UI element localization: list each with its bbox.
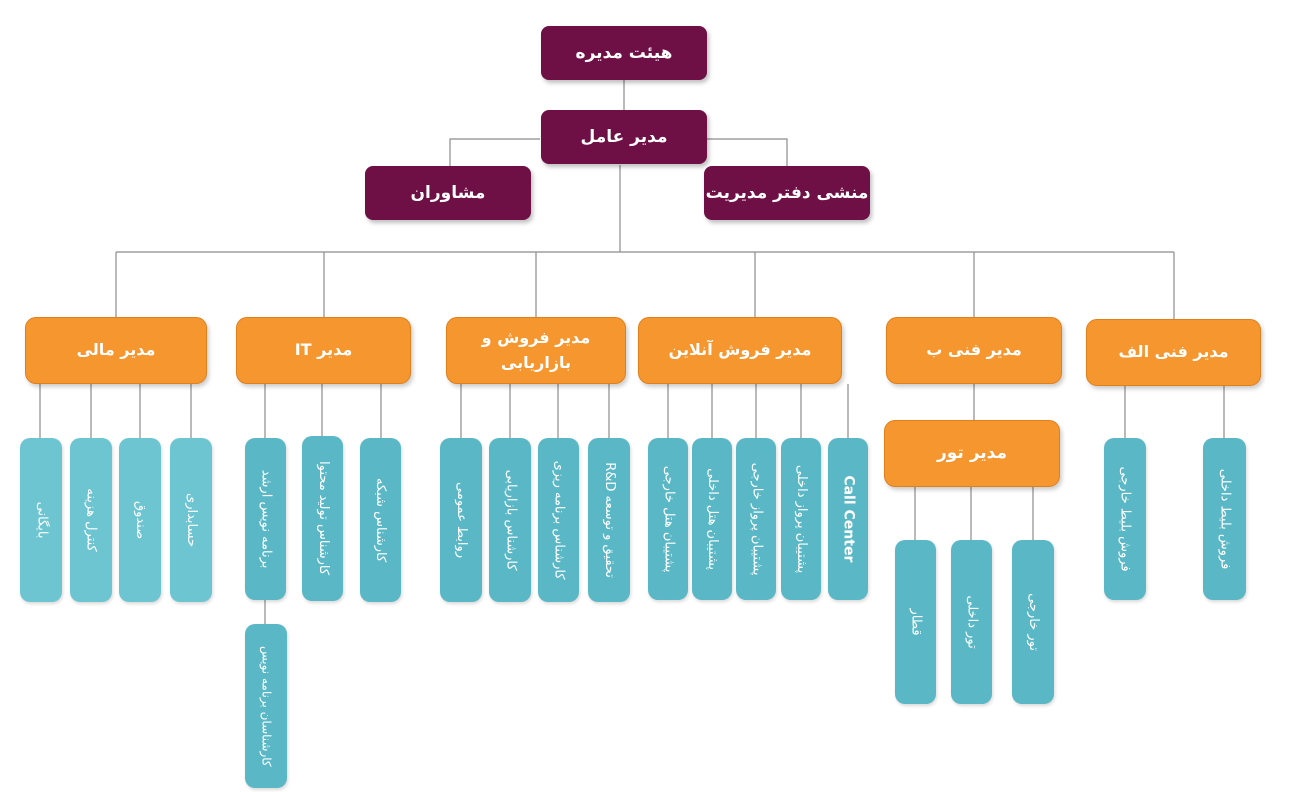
staff-research-development-label: تحقیق و توسعه R&D — [602, 462, 618, 578]
staff-foreign-ticket-sales-label: فروش بلیط خارجی — [1118, 466, 1134, 572]
finance-manager-node: مدیر مالی — [25, 317, 207, 384]
tech-a-manager-node: مدیر فنی الف — [1086, 319, 1261, 386]
staff-domestic-flight-support-label: پشتیبان پرواز داخلی — [794, 464, 810, 574]
staff-programmer-experts: کارشناسان برنامه نویس — [245, 624, 287, 788]
staff-public-relations-label: روابط عمومی — [454, 481, 470, 559]
staff-archive: بایگانی — [20, 438, 62, 602]
ceo-node: مدیر عامل — [541, 110, 707, 164]
tour-manager-label: مدیر تور — [936, 443, 1008, 464]
staff-content-expert-label: کارشناس تولید محتوا — [315, 461, 331, 576]
staff-network-expert-label: کارشناس شبکه — [373, 477, 389, 563]
staff-cashier: صندوق — [119, 438, 161, 602]
staff-marketing-expert: کارشناس بازاریابی — [489, 438, 531, 602]
sales-marketing-manager-label: مدیر فروش و بازاریابی — [481, 327, 591, 372]
staff-foreign-flight-support-label: پشتیبان پرواز خارجی — [749, 462, 765, 576]
tech-a-manager-label: مدیر فنی الف — [1118, 342, 1229, 362]
staff-archive-label: بایگانی — [34, 501, 50, 539]
staff-domestic-hotel-support-label: پشتیبان هتل داخلی — [705, 468, 721, 570]
it-manager-node: مدیر IT — [236, 317, 411, 384]
staff-senior-programmer: برنامه نویس ارشد — [245, 438, 286, 600]
secretary-label: منشی دفتر مدیریت — [705, 182, 869, 203]
staff-domestic-ticket-sales: فروش بلیط داخلی — [1203, 438, 1246, 600]
staff-cashier-label: صندوق — [133, 500, 149, 540]
board-label: هیئت مدیره — [575, 42, 673, 63]
staff-domestic-ticket-sales-label: فروش بلیط داخلی — [1217, 468, 1233, 570]
tech-b-manager-node: مدیر فنی ب — [886, 317, 1062, 384]
staff-domestic-hotel-support: پشتیبان هتل داخلی — [692, 438, 732, 600]
staff-accounting-label: حسابداری — [184, 492, 200, 548]
secretary-node: منشی دفتر مدیریت — [704, 166, 870, 220]
staff-foreign-hotel-support-label: پشتیبان هتل خارجی — [661, 465, 677, 573]
board-node: هیئت مدیره — [541, 26, 707, 80]
staff-foreign-tour: تور خارجی — [1012, 540, 1054, 704]
online-sales-manager-node: مدیر فروش آنلاین — [638, 317, 842, 384]
staff-accounting: حسابداری — [170, 438, 212, 602]
staff-foreign-flight-support: پشتیبان پرواز خارجی — [736, 438, 776, 600]
staff-public-relations: روابط عمومی — [440, 438, 482, 602]
advisors-node: مشاوران — [365, 166, 531, 220]
staff-foreign-ticket-sales: فروش بلیط خارجی — [1104, 438, 1146, 600]
finance-manager-label: مدیر مالی — [76, 340, 156, 360]
staff-call-center: Call Center — [828, 438, 868, 600]
it-manager-label: مدیر IT — [294, 340, 353, 360]
staff-marketing-expert-label: کارشناس بازاریابی — [503, 469, 519, 571]
staff-train-label: قطار — [908, 608, 924, 636]
staff-content-expert: کارشناس تولید محتوا — [302, 436, 343, 601]
staff-cost-control-label: کنترل هزینه — [84, 488, 100, 552]
staff-research-development: تحقیق و توسعه R&D — [588, 438, 630, 602]
tour-manager-node: مدیر تور — [884, 420, 1060, 487]
staff-senior-programmer-label: برنامه نویس ارشد — [258, 469, 274, 569]
staff-planning-expert: کارشناس برنامه ریزی — [538, 438, 579, 602]
staff-cost-control: کنترل هزینه — [70, 438, 112, 602]
staff-foreign-hotel-support: پشتیبان هتل خارجی — [648, 438, 688, 600]
staff-programmer-experts-label: کارشناسان برنامه نویس — [259, 645, 274, 767]
staff-domestic-tour: تور داخلی — [951, 540, 992, 704]
staff-domestic-flight-support: پشتیبان پرواز داخلی — [781, 438, 821, 600]
online-sales-manager-label: مدیر فروش آنلاین — [668, 340, 812, 360]
staff-network-expert: کارشناس شبکه — [360, 438, 401, 602]
tech-b-manager-label: مدیر فنی ب — [926, 340, 1022, 360]
ceo-label: مدیر عامل — [580, 126, 668, 147]
staff-foreign-tour-label: تور خارجی — [1026, 593, 1042, 651]
staff-domestic-tour-label: تور داخلی — [964, 595, 980, 649]
sales-marketing-manager-node: مدیر فروش و بازاریابی — [446, 317, 626, 384]
staff-planning-expert-label: کارشناس برنامه ریزی — [551, 460, 567, 580]
advisors-label: مشاوران — [410, 182, 486, 203]
staff-call-center-label: Call Center — [840, 475, 857, 563]
staff-train: قطار — [895, 540, 936, 704]
